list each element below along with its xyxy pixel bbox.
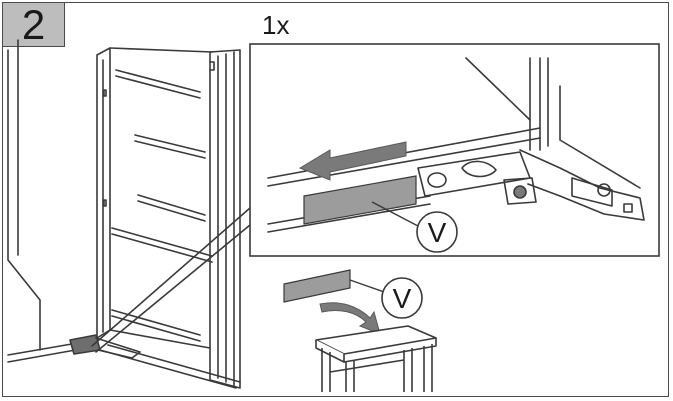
callout-leader-removed — [349, 279, 385, 293]
detail-box: V — [249, 43, 660, 257]
left-arrow-icon — [298, 141, 407, 181]
quantity-label: 1x — [262, 10, 290, 40]
spacer-part — [303, 175, 417, 225]
curved-arrow-icon — [319, 302, 381, 335]
step-frame — [2, 2, 669, 397]
callout-letter-removed: V — [393, 283, 412, 314]
fridge-door — [99, 49, 241, 389]
callout-letter-detail: V — [428, 217, 447, 248]
fridge-cabinet — [7, 39, 213, 363]
zoom-line-bottom — [95, 224, 251, 353]
step-number-badge: 2 — [3, 3, 65, 47]
stool — [315, 325, 437, 392]
callout-circle-removed — [381, 277, 423, 319]
hinge-location-marker — [69, 334, 141, 359]
callout-circle-detail — [416, 211, 458, 253]
callout-leader-detail — [371, 201, 419, 227]
removed-part-group: V — [283, 269, 437, 392]
removed-spacer-part — [283, 269, 351, 303]
zoom-line-top — [91, 207, 251, 347]
